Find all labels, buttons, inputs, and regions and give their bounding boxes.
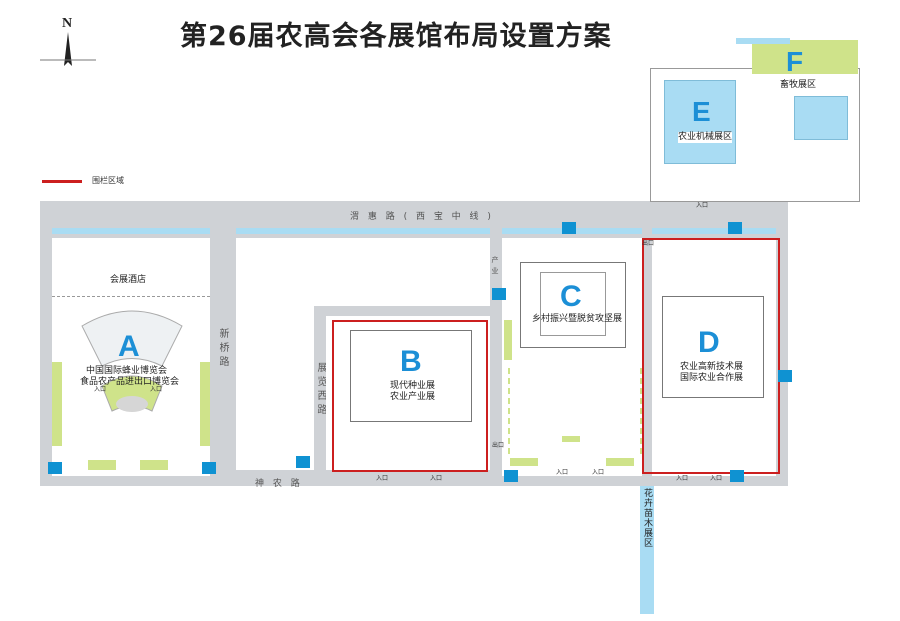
flower-area[interactable] — [640, 486, 654, 614]
left-middle-area — [236, 306, 314, 470]
hall-f-letter: F — [786, 46, 804, 77]
gate-entry[interactable]: 入口 — [150, 386, 163, 393]
ticket-office-icon[interactable] — [48, 462, 62, 474]
hall-a-green-bottom1 — [88, 460, 116, 470]
hall-f-strip — [736, 38, 790, 44]
hall-d-fence — [642, 238, 780, 474]
north-compass: N — [40, 14, 96, 70]
hall-d-area[interactable] — [652, 238, 776, 476]
hall-b-upper-area — [236, 238, 490, 306]
ticket-office-icon[interactable] — [778, 370, 792, 382]
hall-a-strip — [52, 228, 210, 234]
gate-entry[interactable]: 入口 — [710, 475, 723, 482]
hall-c-inner — [540, 272, 606, 336]
ticket-office-icon[interactable] — [728, 222, 742, 234]
gate-exit[interactable]: 出口 — [642, 240, 655, 247]
fence-legend-line — [42, 180, 82, 183]
hall-c-stage — [562, 436, 580, 442]
hotel-label: 会展酒店 — [110, 275, 147, 285]
road-label-shenong: 神 农 路 — [255, 479, 303, 489]
hall-c-letter: C — [560, 280, 582, 313]
flower-area-label: 花卉苗木展区 — [642, 488, 652, 548]
hall-a-green-bottom2 — [140, 460, 168, 470]
hall-c-green-left — [504, 320, 512, 360]
hall-c-green-bottom1 — [510, 458, 538, 466]
fence-legend-label: 围栏区域 — [92, 176, 124, 185]
hall-d-strip — [652, 228, 776, 234]
hall-f-line1: 畜牧展区 — [780, 80, 817, 90]
hall-c-plaza — [508, 368, 642, 454]
hall-a-line2: 食品农产品进出口博览会 — [80, 377, 180, 387]
north-arrow-icon — [40, 32, 96, 66]
hall-b-fence — [332, 320, 488, 472]
hall-b-building — [350, 330, 472, 422]
ticket-office-icon[interactable] — [562, 222, 576, 234]
hall-b-area[interactable] — [326, 316, 490, 470]
gate-entry[interactable]: 入口 — [696, 202, 709, 209]
ticket-office-icon[interactable] — [492, 288, 506, 300]
gate-entry[interactable]: 入口 — [592, 469, 605, 476]
road-label-chanye: 产业 — [491, 256, 499, 278]
map-title: 第26届农高会各展馆布局设置方案 — [180, 21, 612, 52]
hall-e-letter: E — [692, 96, 711, 127]
hall-a-line1: 中国国际蜂业博览会 — [86, 366, 168, 376]
gate-exit[interactable]: 出口 — [492, 442, 505, 449]
hall-b-letter: B — [400, 345, 422, 378]
hall-e-building — [664, 80, 736, 164]
road-label-zhanlan: 展览西路 — [315, 362, 326, 418]
hall-c-green-bottom2 — [606, 458, 634, 466]
hall-f-building — [794, 96, 848, 140]
hall-b-line1: 现代种业展 — [390, 381, 436, 391]
compass-label: N — [62, 16, 73, 31]
hall-a-green-right — [200, 362, 210, 446]
hall-c-line1: 乡村振兴暨脱贫攻坚展 — [532, 314, 623, 324]
hall-a-green-left — [52, 362, 62, 446]
ticket-office-icon[interactable] — [296, 456, 310, 468]
hall-c-building — [520, 262, 626, 348]
hall-a-fan-icon — [81, 310, 183, 412]
hall-d-letter: D — [698, 326, 720, 359]
hall-d-line1: 农业高新技术展 — [680, 362, 744, 372]
hall-d-building — [662, 296, 764, 398]
road-label-xinqiao: 新桥路 — [217, 328, 228, 370]
hall-d-line2: 国际农业合作展 — [680, 373, 744, 383]
hotel-box — [52, 238, 210, 297]
gate-entry[interactable]: 入口 — [376, 475, 389, 482]
hall-b-strip — [236, 228, 490, 234]
hall-b-line2: 农业产业展 — [390, 392, 436, 402]
ticket-office-icon[interactable] — [202, 462, 216, 474]
gate-entry[interactable]: 入口 — [676, 475, 689, 482]
gate-entry[interactable]: 入口 — [430, 475, 443, 482]
hall-f-green — [752, 40, 858, 74]
ticket-office-icon[interactable] — [730, 470, 744, 482]
road-label-weihui: 渭 惠 路 ( 西 宝 中 线 ) — [350, 212, 494, 222]
gate-entry[interactable]: 入口 — [556, 469, 569, 476]
gate-entry[interactable]: 入口 — [94, 386, 107, 393]
ticket-office-icon[interactable] — [504, 470, 518, 482]
hall-a-letter: A — [118, 330, 140, 363]
hall-e-line1: 农业机械展区 — [678, 132, 733, 143]
